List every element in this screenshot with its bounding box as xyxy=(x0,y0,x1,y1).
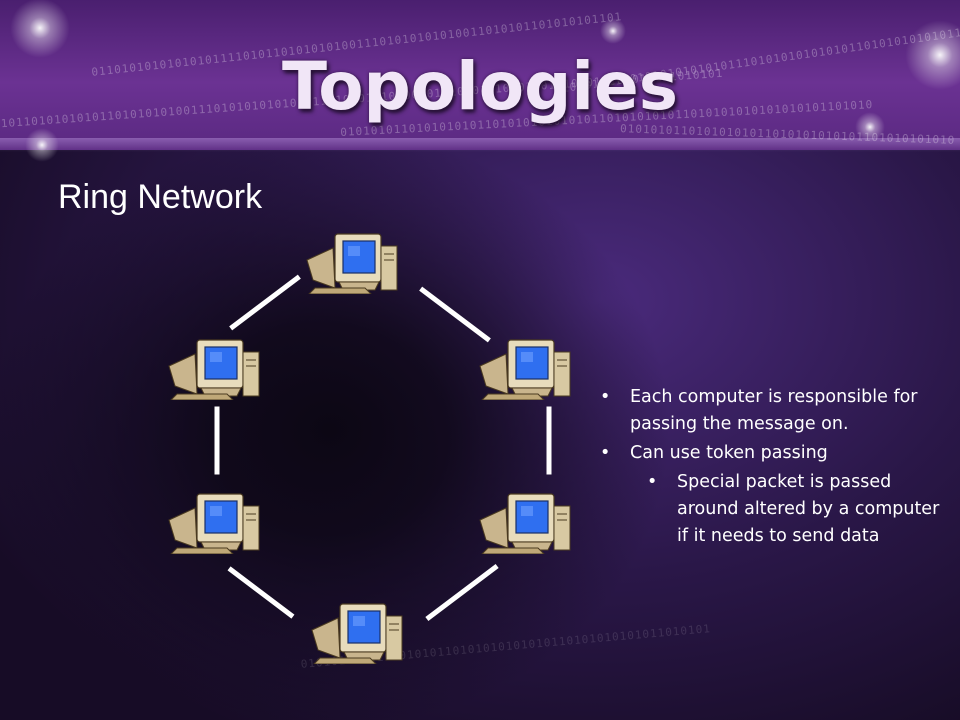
computer-icon xyxy=(479,339,571,400)
bullet-text: Can use token passing xyxy=(630,443,828,463)
computer-icon xyxy=(306,233,398,294)
ring-connector xyxy=(229,274,301,331)
slide-title: Topologies xyxy=(281,48,679,125)
light-flare-decoration xyxy=(855,112,885,142)
ring-connector xyxy=(425,564,499,621)
banner-edge xyxy=(0,138,960,152)
bullet-dot: • xyxy=(600,443,611,463)
computer-icon xyxy=(311,603,403,664)
bullet-item: • Each computer is responsible for passi… xyxy=(600,384,950,438)
bullet-text: Special packet is passed around altered … xyxy=(677,472,940,546)
ring-connector xyxy=(214,406,220,475)
bullet-dot: • xyxy=(600,387,611,407)
computer-icon xyxy=(168,339,260,400)
light-flare-decoration xyxy=(25,128,59,162)
light-flare-decoration xyxy=(600,18,626,44)
computer-icon xyxy=(168,493,260,554)
computer-icon xyxy=(479,493,571,554)
bullet-dot: • xyxy=(647,472,658,492)
ring-connector xyxy=(419,286,491,343)
bullet-list: • Each computer is responsible for passi… xyxy=(600,384,950,552)
light-flare-decoration xyxy=(10,0,70,58)
ring-connector xyxy=(227,566,295,619)
light-flare-decoration xyxy=(905,20,960,90)
slide-subtitle: Ring Network xyxy=(58,178,263,216)
ring-connector xyxy=(546,406,552,475)
bullet-text: Each computer is responsible for passing… xyxy=(630,387,918,434)
sub-bullet-item: • Special packet is passed around altere… xyxy=(600,469,950,550)
bullet-item: • Can use token passing xyxy=(600,440,950,467)
title-banner xyxy=(0,0,960,150)
